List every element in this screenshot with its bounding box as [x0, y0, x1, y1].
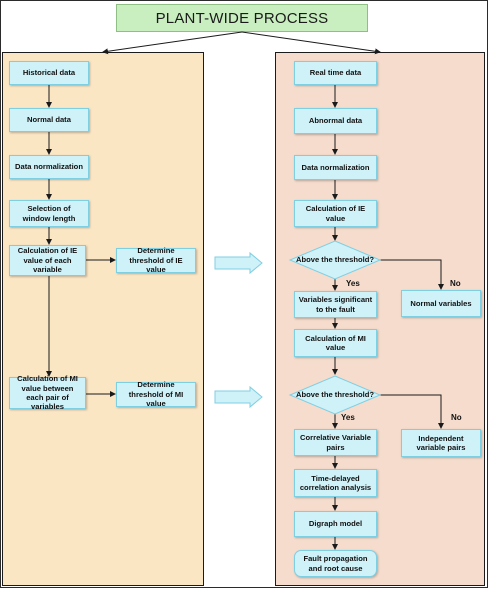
- decision2-no-label: No: [451, 413, 462, 422]
- decision2-label: Above the threshold?: [295, 390, 375, 399]
- online-panel: [275, 52, 485, 586]
- node-right-calc-mi: Calculation of MI value: [294, 329, 377, 357]
- node-window-length: Selection of window length: [9, 200, 89, 227]
- node-normal-data: Normal data: [9, 108, 89, 132]
- node-normal-variables: Normal variables: [401, 290, 481, 317]
- node-left-calc-mi: Calculation of MI value between each pai…: [9, 374, 86, 411]
- node-right-normalization: Data normalization: [294, 155, 377, 180]
- node-realtime-data: Real time data: [294, 61, 377, 85]
- diagram-title: PLANT-WIDE PROCESS: [116, 4, 368, 32]
- node-left-normalization: Data normalization: [9, 155, 89, 179]
- node-time-delayed: Time-delayed correlation analysis: [294, 469, 377, 497]
- node-right-calc-ie: Calculation of IE value: [294, 200, 377, 227]
- decision2-yes-label: Yes: [341, 413, 355, 422]
- node-independent-pairs: Independent variable pairs: [401, 429, 481, 457]
- decision1-label: Above the threshold?: [295, 255, 375, 264]
- node-digraph-model: Digraph model: [294, 511, 377, 537]
- node-left-calc-ie: Calculation of IE value of each variable: [9, 245, 86, 276]
- decision1-yes-label: Yes: [346, 279, 360, 288]
- node-fault-propagation: Fault propagation and root cause: [294, 550, 377, 577]
- node-threshold-mi: Determine threshold of MI value: [116, 380, 196, 408]
- node-abnormal-data: Abnormal data: [294, 108, 377, 134]
- decision1-no-label: No: [450, 279, 461, 288]
- node-historical-data: Historical data: [9, 61, 89, 85]
- node-significant-variables: Variables significant to the fault: [294, 291, 377, 318]
- node-correlative-pairs: Correlative Variable pairs: [294, 429, 377, 456]
- offline-panel: [2, 52, 204, 586]
- node-threshold-ie: Determine threshold of IE value: [116, 246, 196, 274]
